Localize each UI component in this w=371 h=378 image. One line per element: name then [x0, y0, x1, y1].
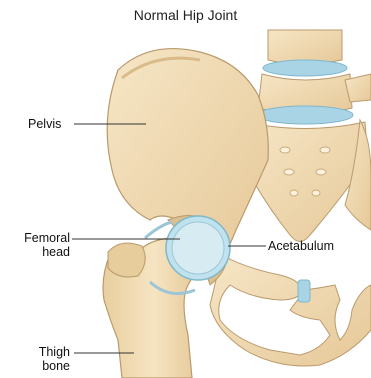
thigh-bone-label-line2: bone [26, 359, 70, 373]
spine [257, 30, 371, 124]
femoral-head [172, 222, 224, 274]
upper-disc [263, 60, 347, 76]
thigh-bone-label: Thigh bone [26, 345, 70, 373]
pelvis-label: Pelvis [28, 117, 61, 131]
upper-vertebra [268, 30, 342, 64]
pubic-bone [210, 255, 371, 366]
thigh-bone-label-line1: Thigh [26, 345, 70, 359]
acetabulum-label: Acetabulum [268, 239, 334, 253]
lower-disc [257, 106, 353, 124]
femoral-head-label: Femoral head [14, 231, 70, 259]
femoral-head-label-line1: Femoral [14, 231, 70, 245]
femoral-head-label-line2: head [14, 245, 70, 259]
greater-trochanter [108, 243, 145, 277]
pubic-symphysis [298, 280, 310, 302]
